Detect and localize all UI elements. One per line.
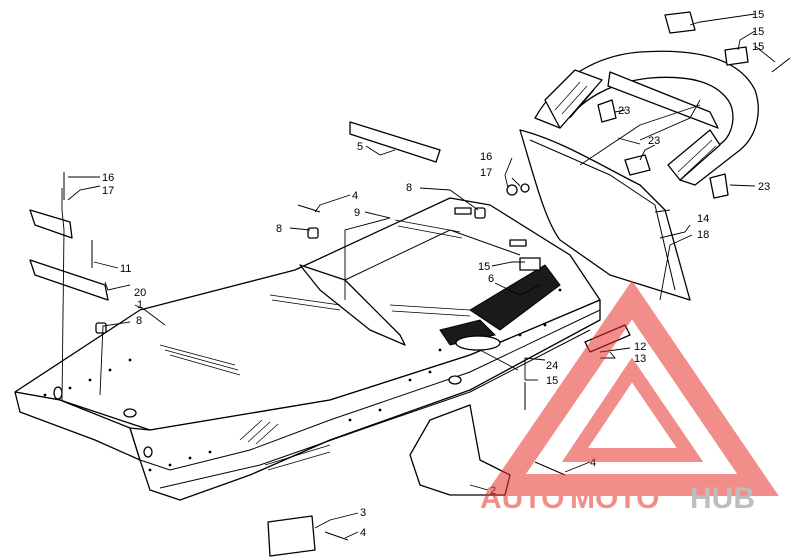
callout-10: 12 [634,341,646,353]
callout-17: 17 [480,167,492,179]
callout-4-top: 4 [352,190,358,202]
callout-1: 1 [137,299,143,311]
callout-14: 15 [752,26,764,38]
plate-part-3 [267,515,316,557]
callout-8-left: 8 [136,315,142,327]
callout-12: 14 [697,213,709,225]
tunnel-assembly [14,197,601,501]
pad-part-13 [664,11,696,34]
callout-21: 16 [102,172,114,184]
callout-16: 16 [480,151,492,163]
watermark-triangle-outer [484,280,779,496]
callout-13: 15 [752,9,764,21]
callout-8-right: 8 [406,182,412,194]
watermark-text-auto: AUTO [480,482,564,515]
callout-7: 11 [120,263,131,275]
pad-part-14 [724,46,749,66]
callout-23-top: 23 [618,105,630,117]
leader-lines [61,13,776,539]
callout-15-low: 15 [546,375,558,387]
callout-15-top: 15 [752,41,764,53]
callout-4-bottom: 4 [360,527,366,539]
callout-8-mid: 8 [276,223,282,235]
watermark-text-moto: MOTO [570,482,659,515]
tunnel-texture [159,219,471,471]
callout-15-mid: 15 [478,261,490,273]
logo-badge [455,335,501,351]
callout-19: 23 [648,135,660,147]
watermark-triangle-inner [561,357,704,462]
callout-3: 3 [360,507,366,519]
callout-6: 6 [488,273,494,285]
snow-flap [519,129,691,301]
callout-labels: 16 17 11 20 1 8 8 4 9 5 8 16 17 15 6 24 … [102,9,770,539]
autmotohub-watermark: AUTO MOTO HUB [480,280,779,515]
decal-stripe [469,264,561,331]
bumper-grip-ridges [554,81,717,177]
callout-22: 17 [102,185,114,197]
watermark-text-hub: HUB [690,482,755,515]
callout-4-right: 4 [590,457,596,469]
callout-24: 24 [546,360,558,372]
callout-11: 13 [634,353,646,365]
callout-20: 20 [134,287,146,299]
callout-18: 18 [697,229,709,241]
callout-9: 9 [354,207,360,219]
plate-part-5 [349,121,441,163]
callout-5: 5 [357,141,363,153]
rear-bumper [534,50,759,186]
callout-23-right: 23 [758,181,770,193]
